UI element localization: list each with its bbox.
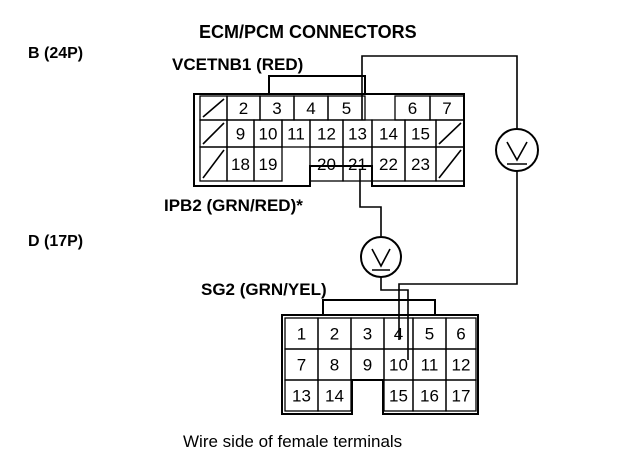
blank-terminal-mark (438, 122, 462, 145)
connector-d-cell (445, 379, 477, 412)
wire-ipb2 (359, 170, 382, 236)
connector-d-pin-17: 17 (452, 387, 471, 406)
connector-b-pin-6: 6 (408, 99, 417, 118)
voltmeter-b13-d4 (361, 55, 539, 340)
connector-b-pin-10: 10 (259, 125, 278, 144)
vcetnb1-wire-label: VCETNB1 (RED) (172, 55, 303, 74)
blank-terminal-mark (202, 98, 225, 118)
connector-b-pin-23: 23 (411, 155, 430, 174)
connector-d-pin-3: 3 (363, 325, 372, 344)
connector-d-pin-13: 13 (292, 387, 311, 406)
connector-b-pin-4: 4 (306, 99, 315, 118)
connector-b-pin-15: 15 (411, 125, 430, 144)
ipb2-wire-label: IPB2 (GRN/RED)* (164, 196, 303, 215)
connector-b-pin-21: 21 (348, 155, 367, 174)
voltmeter-symbol (506, 141, 528, 165)
connector-d-pin-8: 8 (330, 356, 339, 375)
connector-b-pin-9: 9 (236, 125, 245, 144)
connector-d-pin-10: 10 (389, 356, 408, 375)
connector-d-pin-14: 14 (325, 387, 344, 406)
voltmeter-symbol (371, 248, 391, 271)
wire-to-d4 (398, 171, 518, 340)
voltmeter-icon (360, 236, 402, 278)
connector-b-pin-13: 13 (348, 125, 367, 144)
connector-d-label: D (17P) (28, 233, 83, 250)
diagram-title: ECM/PCM CONNECTORS (199, 22, 417, 42)
wire-vcetnb1 (361, 55, 518, 128)
connector-d-pin-15: 15 (389, 387, 408, 406)
wire-to-d10 (380, 277, 409, 360)
connector-d-pin-2: 2 (330, 325, 339, 344)
connector-b-label: B (24P) (28, 45, 83, 62)
caption: Wire side of female terminals (183, 432, 402, 451)
connector-d-pin-6: 6 (456, 325, 465, 344)
connector-d-pin-16: 16 (420, 387, 439, 406)
blank-terminal-mark (202, 149, 225, 179)
connector-b-pin-2: 2 (239, 99, 248, 118)
connector-b-pin-11: 11 (287, 125, 305, 144)
sg2-wire-label: SG2 (GRN/YEL) (201, 280, 327, 299)
connector-d-body (281, 314, 479, 415)
voltmeter-b21-d10 (359, 170, 409, 360)
connector-d-pin-11: 11 (421, 356, 439, 375)
connector-d-pin-1: 1 (297, 325, 306, 344)
connector-d-cell (317, 379, 352, 412)
connector-b-pin-22: 22 (379, 155, 398, 174)
connector-b-pin-19: 19 (259, 155, 278, 174)
blank-terminal-mark (202, 122, 225, 145)
connector-b-pin-12: 12 (317, 125, 336, 144)
connector-b-cell (435, 146, 465, 182)
connector-b-pin-7: 7 (442, 99, 451, 118)
connector-b-pin-20: 20 (317, 155, 336, 174)
connector-b-pin-3: 3 (272, 99, 281, 118)
connector-d-pin-12: 12 (452, 356, 471, 375)
connector-b-pin-14: 14 (379, 125, 398, 144)
connector-d-pin-5: 5 (425, 325, 434, 344)
connector-b-pin-5: 5 (342, 99, 351, 118)
connector-b-pin-18: 18 (231, 155, 250, 174)
connector-b-cell (253, 146, 283, 182)
blank-terminal-mark (438, 149, 462, 179)
connector-d-pin-9: 9 (363, 356, 372, 375)
connector-d-pin-7: 7 (297, 356, 306, 375)
